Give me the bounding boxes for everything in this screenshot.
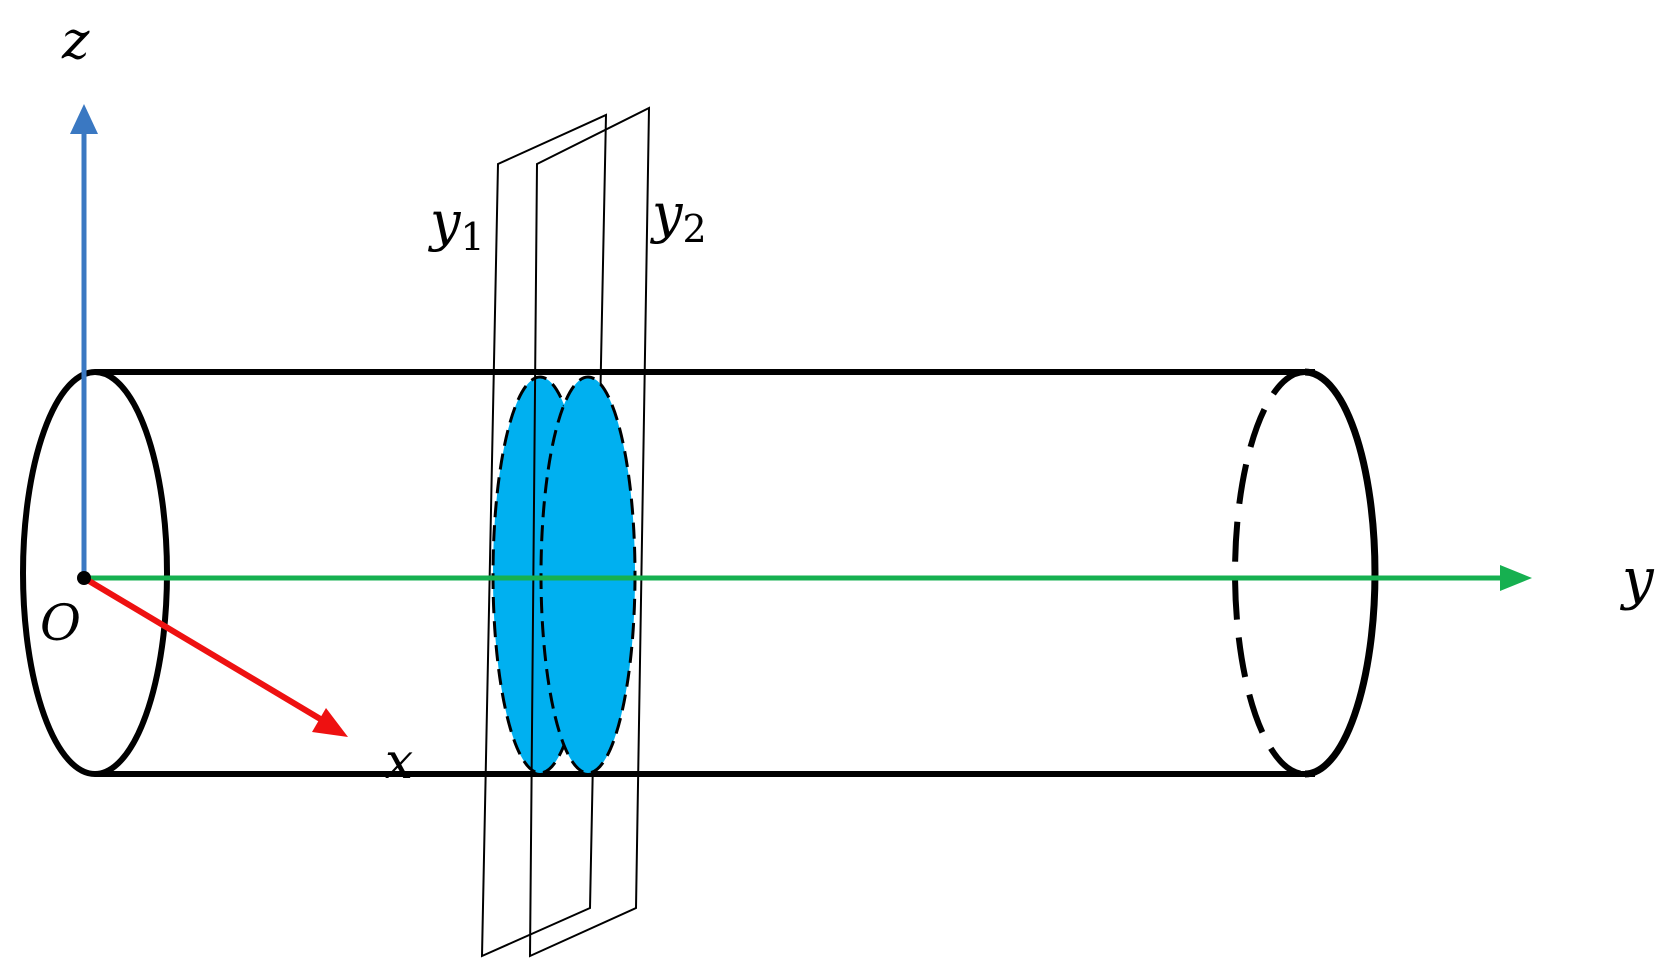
- cylinder-right-end-back: [1232, 369, 1306, 777]
- plane-y2-label: y2: [650, 182, 707, 251]
- x-axis-label: x: [385, 732, 413, 790]
- plane-y1-subscript: 1: [461, 215, 485, 259]
- plane-y1-base: y: [428, 190, 462, 253]
- origin-label: O: [40, 594, 81, 652]
- y-axis-arrowhead: [1500, 565, 1532, 591]
- plane-y2: [528, 106, 651, 958]
- plane-y2-base: y: [650, 182, 684, 245]
- cylinder-left-end: [20, 369, 170, 777]
- y-axis-label: y: [1619, 547, 1655, 612]
- cross-section-y2: [539, 375, 637, 775]
- x-axis-arrowhead: [312, 708, 348, 737]
- plane-y1-label: y1: [428, 190, 485, 259]
- cylinder-right-end-front: [1304, 368, 1379, 778]
- origin-point: [77, 571, 91, 585]
- plane-y1: [480, 113, 608, 958]
- z-axis-label: z: [61, 11, 90, 71]
- z-axis-arrowhead: [70, 104, 98, 134]
- x-axis: [82, 575, 324, 723]
- plane-y2-subscript: 2: [683, 207, 707, 251]
